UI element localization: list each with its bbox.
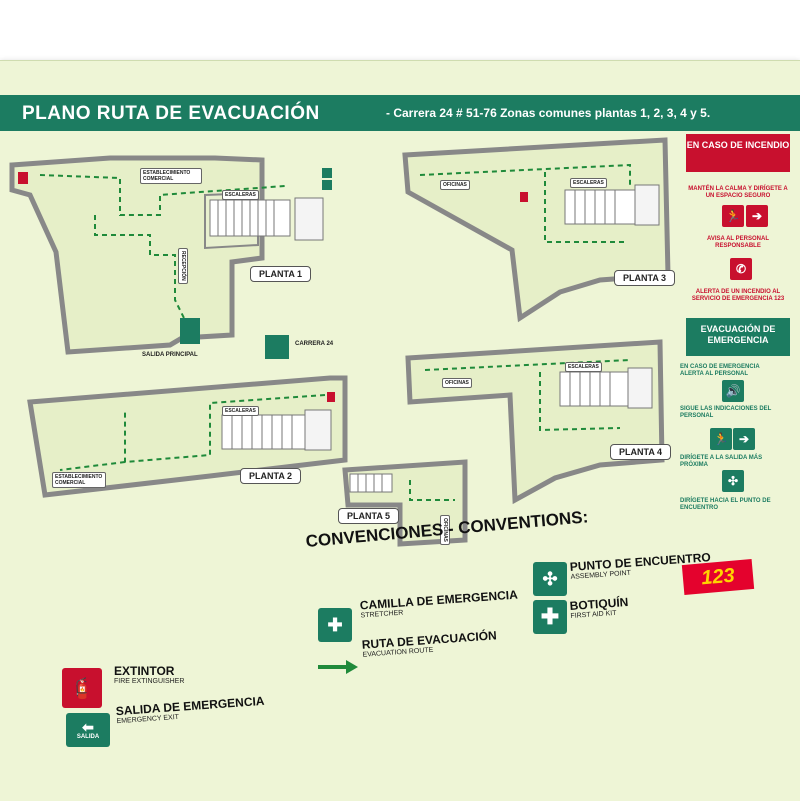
fire-extinguisher-icon: 🧯 [62,668,102,708]
planta-4-oficinas-label: OFICINAS [442,378,472,388]
salida-principal-label: SALIDA PRINCIPAL [142,352,198,358]
route-arrow-svg [318,660,358,674]
planta-4-escaleras-label: ESCALERAS [565,362,602,372]
emergency-123-logo: 123 [681,559,755,595]
incendio-heading-box: EN CASO DE INCENDIO [686,134,790,172]
planta-3-route [419,163,631,243]
planta-2-escaleras-label: ESCALERAS [222,406,259,416]
logo-text: 123 [700,564,736,589]
exit-person-icon: 🏃 [710,428,732,450]
planta-5-label: PLANTA 5 [338,508,400,524]
page-subtitle: - Carrera 24 # 51-76 Zonas comunes plant… [386,106,711,120]
planta-2-route [59,394,326,471]
assembly-point-legend-icon: ✣ [533,562,567,596]
exit-arrow-glyph: ⬅ [82,719,94,735]
evacuacion-step-4: DIRÍGETE HACIA EL PUNTO DE ENCUENTRO [680,498,771,511]
extinguisher-markers [18,172,528,402]
carrera-label: CARRERA 24 [295,341,334,347]
incendio-step-1: MANTÉN LA CALMA Y DIRÍGETE A UN ESPACIO … [688,186,788,199]
emergency-exit-icon: ⬅ SALIDA [66,713,110,747]
planta-4-route [424,359,631,432]
planta-3-plan [402,137,671,323]
planta-5-route [409,480,455,501]
planta-1-recepcion-label: RECEPCIÓN [178,248,188,284]
extintor-legend: EXTINTOR FIRE EXTINGUISHER [114,665,184,686]
arrow-right-icon: ➔ [746,205,768,227]
phone-icon: ✆ [730,258,752,280]
planta-1-stairs [209,197,324,241]
botiquin-legend: BOTIQUÍN FIRST AID KIT [569,595,629,621]
route-arrow-icon [318,660,358,674]
evacuacion-step-1: EN CASO DE EMERGENCIA ALERTA AL PERSONAL [680,364,760,377]
extintor-sub-label: FIRE EXTINGUISHER [114,678,185,685]
planta-3-oficinas-label: OFICINAS [440,180,470,190]
planta-3-escaleras-label: ESCALERAS [570,178,607,188]
evacuacion-heading: EVACUACIÓN DE EMERGENCIA [700,324,776,345]
incendio-step-3: ALERTA DE UN INCENDIO AL SERVICIO DE EME… [691,289,785,302]
assembly-point-icon: ✣ [722,470,744,492]
planta-2-plan [27,375,348,498]
planta-1-escaleras-label: ESCALERAS [222,190,259,200]
header-bar: PLANO RUTA DE EVACUACIÓN - Carrera 24 # … [0,95,800,131]
planta-2-stairs [221,409,332,451]
evacuacion-step-3: DIRÍGETE A LA SALIDA MÁS PRÓXIMA [680,455,763,468]
planta-2-establecimiento-label: ESTABLECIMIENTO COMERCIAL [52,472,106,488]
evacuacion-step-2: SIGUE LAS INDICACIONES DEL PERSONAL [680,406,772,419]
stretcher-icon: ✚ [318,608,352,642]
planta-4-label: PLANTA 4 [610,444,672,460]
planta-1-plan [9,155,265,355]
extintor-label: EXTINTOR [114,664,175,678]
exit-arrow-icon: ➔ [733,428,755,450]
planta-1-label: PLANTA 1 [250,266,312,282]
speaker-icon: 🔊 [722,380,744,402]
first-aid-icon: ✚ [533,600,567,634]
exit-icon-text: SALIDA [76,734,100,740]
planta-3-label: PLANTA 3 [614,270,676,286]
planta-5-stairs [349,473,393,493]
evacuacion-heading-box: EVACUACIÓN DE EMERGENCIA [686,318,790,356]
planta-3-stairs [564,184,660,226]
planta-1-route [39,174,286,321]
incendio-step-2: AVISA AL PERSONAL RESPONSABLE [706,236,769,249]
running-person-icon: 🏃 [722,205,744,227]
page-title: PLANO RUTA DE EVACUACIÓN [22,103,320,124]
plan-exit-markers [180,168,332,359]
planta-2-label: PLANTA 2 [240,468,302,484]
incendio-heading: EN CASO DE INCENDIO [686,140,790,150]
planta-4-stairs [559,367,653,409]
planta-1-establecimiento-label: ESTABLECIMIENTO COMERCIAL [140,168,202,184]
